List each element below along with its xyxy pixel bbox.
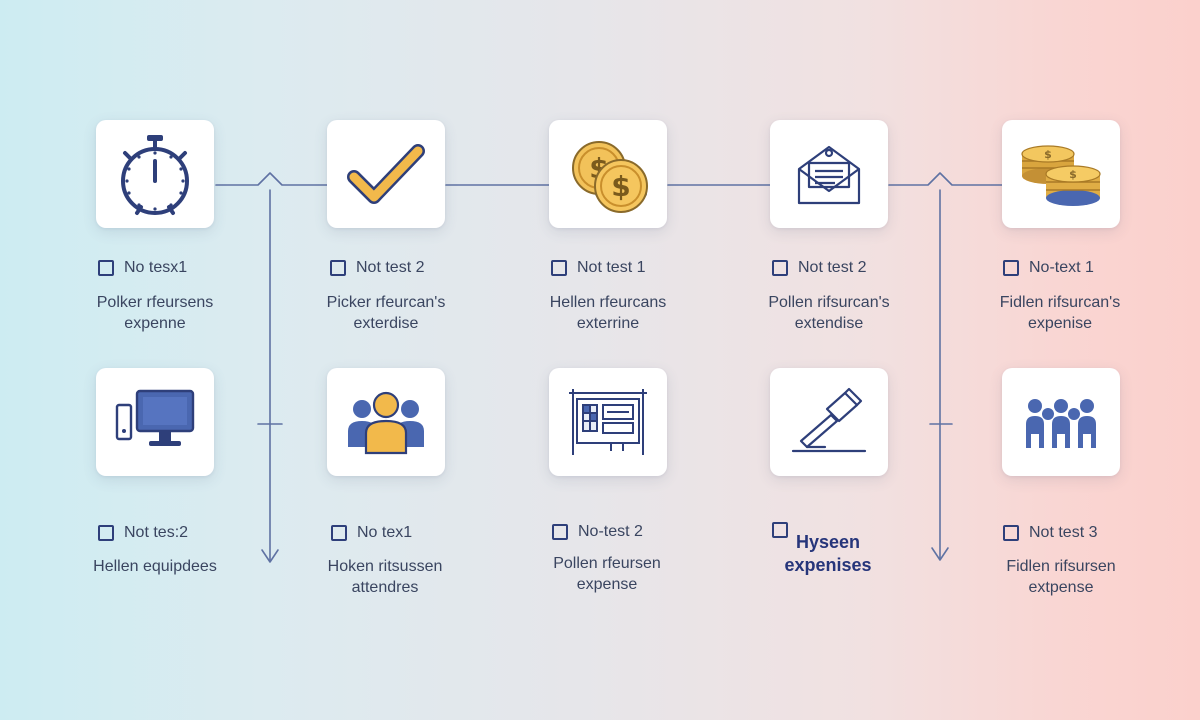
checkbox-label: Not test 2 [798, 259, 867, 276]
description-line: exterrine [576, 315, 640, 332]
description-line: Hellen equipdees [93, 558, 217, 575]
step-description-bottom-1: Hellen equipdees [65, 556, 245, 577]
checkbox-row-bottom-3[interactable]: No-test 2 [552, 520, 643, 544]
checkbox-row-bottom-1[interactable]: Not tes:2 [98, 521, 188, 545]
description-line: Polker rfeursens [96, 294, 214, 311]
checkbox[interactable] [98, 260, 114, 276]
card-team[interactable] [1002, 368, 1120, 476]
svg-text:$: $ [611, 170, 630, 203]
description-line: Pollen rifsurcan's [768, 294, 890, 311]
checkbox[interactable] [330, 260, 346, 276]
description-line: Fidlen rifsurcan's [999, 294, 1121, 311]
description-line: Pollen rfeursen [553, 555, 661, 572]
step-description-bottom-4: Hyseen expenises [743, 531, 913, 577]
step-description-bottom-5: Fidlen rifsursen extpense [971, 556, 1151, 598]
checkbox-label: No tex1 [357, 524, 413, 541]
blueprint-board-icon [569, 389, 647, 455]
description-line: expenises [784, 555, 872, 575]
checkbox[interactable] [1003, 260, 1019, 276]
checkbox[interactable] [772, 522, 788, 538]
card-people-group[interactable] [327, 368, 445, 476]
checkbox-label: No-text 1 [1029, 259, 1094, 276]
description-line: exterdise [353, 315, 419, 332]
checkbox-row-bottom-2[interactable]: No tex1 [331, 521, 412, 545]
checkbox-label: Not test 2 [356, 259, 425, 276]
people-group-icon [348, 391, 424, 455]
svg-text:$: $ [1044, 148, 1052, 161]
envelope-icon [797, 145, 861, 205]
step-description-top-3: Hellen rfeurcans exterrine [518, 292, 698, 334]
checkbox-label: Not test 1 [577, 259, 646, 276]
checkbox-row-top-4[interactable]: Not test 2 [772, 256, 866, 280]
checkbox[interactable] [1003, 525, 1019, 541]
description-line: expenne [124, 315, 186, 332]
description-line: Hoken ritsussen [327, 558, 443, 575]
description-line: attendres [351, 579, 419, 596]
card-computer[interactable] [96, 368, 214, 476]
checkbox-label: Not tes:2 [124, 524, 189, 541]
description-line: extpense [1028, 579, 1094, 596]
gavel-icon [791, 387, 867, 453]
checkbox-label: Not test 3 [1029, 524, 1098, 541]
card-gavel[interactable] [770, 368, 888, 476]
checkbox-label: No-test 2 [578, 523, 643, 540]
checkbox-label: No tesx1 [124, 259, 188, 276]
checkbox-row-bottom-5[interactable]: Not test 3 [1003, 521, 1097, 545]
step-description-top-4: Pollen rifsurcan's extendise [739, 292, 919, 334]
checkbox[interactable] [551, 260, 567, 276]
checkbox[interactable] [772, 260, 788, 276]
checkbox[interactable] [552, 524, 568, 540]
description-line: expense [576, 576, 638, 593]
step-description-top-2: Picker rfeurcan's exterdise [296, 292, 476, 334]
card-checkmark[interactable] [327, 120, 445, 228]
description-line: Hyseen [795, 532, 861, 552]
step-description-bottom-2: Hoken ritsussen attendres [295, 556, 475, 598]
step-description-top-1: Polker rfeursens expenne [65, 292, 245, 334]
card-coin-stacks[interactable]: $ $ [1002, 120, 1120, 228]
card-dollar-coins[interactable]: $ $ [549, 120, 667, 228]
checkbox-row-top-2[interactable]: Not test 2 [330, 256, 424, 280]
svg-text:$: $ [1069, 168, 1077, 181]
description-line: Hellen rfeurcans [549, 294, 667, 311]
stopwatch-icon [121, 135, 189, 215]
coin-stacks-icon: $ $ [1021, 145, 1101, 206]
card-stopwatch[interactable] [96, 120, 214, 228]
step-description-bottom-3: Pollen rfeursen expense [517, 553, 697, 595]
checkmark-icon [347, 144, 425, 204]
description-line: Picker rfeurcan's [326, 294, 446, 311]
computer-icon [115, 389, 195, 446]
checkbox[interactable] [98, 525, 114, 541]
dollar-coins-icon: $ $ [572, 141, 648, 213]
checkbox-row-top-1[interactable]: No tesx1 [98, 256, 187, 280]
description-line: Fidlen rifsursen [1006, 558, 1116, 575]
checkbox-row-top-5[interactable]: No-text 1 [1003, 256, 1094, 280]
description-line: extendise [794, 315, 864, 332]
card-blueprint-board[interactable] [549, 368, 667, 476]
checkbox-row-bottom-4[interactable] [772, 518, 798, 542]
description-line: expenise [1027, 315, 1093, 332]
checkbox[interactable] [331, 525, 347, 541]
team-icon [1026, 399, 1096, 448]
checkbox-row-top-3[interactable]: Not test 1 [551, 256, 645, 280]
card-envelope[interactable] [770, 120, 888, 228]
step-description-top-5: Fidlen rifsurcan's expenise [970, 292, 1150, 334]
